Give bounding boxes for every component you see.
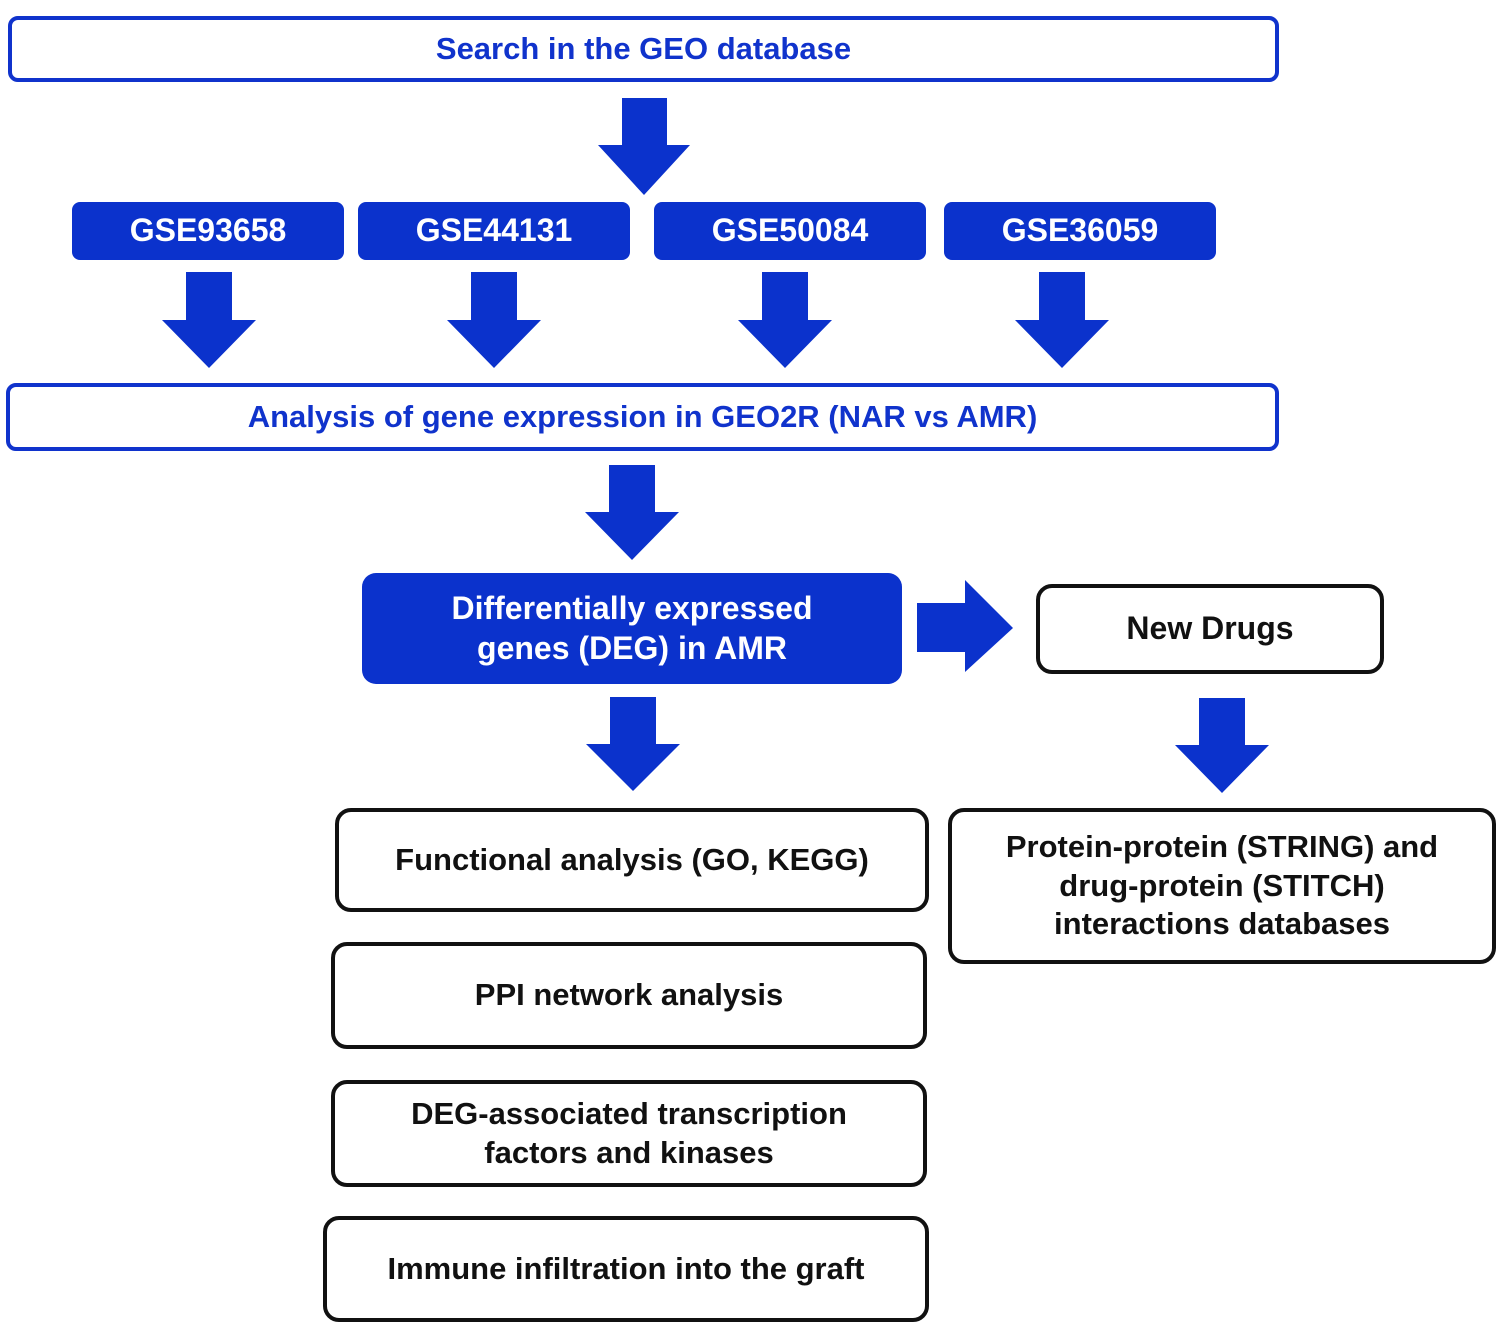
interactions-label-line1: Protein-protein (STRING) and [1005, 829, 1439, 865]
transcription-factors-line2: factors and kinases [484, 1134, 774, 1170]
deg-label-line2: genes (DEG) in AMR [477, 629, 787, 666]
ppi-network-label: PPI network analysis [474, 977, 784, 1013]
functional-analysis-label: Functional analysis (GO, KEGG) [395, 841, 869, 877]
transcription-factors-box: DEG-associated transcription factors and… [331, 1080, 927, 1187]
interactions-label-line3: interactions databases [1054, 906, 1390, 942]
dataset-label: GSE44131 [415, 212, 573, 249]
interactions-label-line2: drug-protein (STITCH) [1059, 867, 1385, 903]
dataset-box-gse36059: GSE36059 [944, 202, 1216, 260]
new-drugs-box: New Drugs [1036, 584, 1384, 674]
ppi-network-box: PPI network analysis [331, 942, 927, 1049]
deg-label-line1: Differentially expressed [451, 589, 813, 626]
dataset-label: GSE93658 [129, 212, 287, 249]
arrow-new-drugs-to-interactions [1175, 698, 1269, 793]
immune-infiltration-box: Immune infiltration into the graft [323, 1216, 929, 1322]
arrow-gse36059-to-geo2r [1015, 272, 1109, 368]
arrow-gse93658-to-geo2r [162, 272, 256, 368]
search-geo-box: Search in the GEO database [8, 16, 1279, 82]
deg-box: Differentially expressed genes (DEG) in … [362, 573, 902, 684]
arrow-geo2r-to-deg [585, 465, 679, 560]
geo2r-analysis-box: Analysis of gene expression in GEO2R (NA… [6, 383, 1279, 451]
arrow-deg-to-analyses [586, 697, 680, 791]
search-geo-label: Search in the GEO database [435, 30, 852, 66]
new-drugs-label: New Drugs [1126, 610, 1294, 647]
dataset-box-gse44131: GSE44131 [358, 202, 630, 260]
transcription-factors-line1: DEG-associated transcription [411, 1096, 847, 1132]
immune-infiltration-label: Immune infiltration into the graft [387, 1250, 865, 1286]
arrow-gse44131-to-geo2r [447, 272, 541, 368]
arrow-deg-to-new-drugs [917, 580, 1013, 672]
dataset-label: GSE50084 [711, 212, 869, 249]
dataset-box-gse50084: GSE50084 [654, 202, 926, 260]
arrow-gse50084-to-geo2r [738, 272, 832, 368]
dataset-box-gse93658: GSE93658 [72, 202, 344, 260]
dataset-label: GSE36059 [1001, 212, 1159, 249]
geo2r-analysis-label: Analysis of gene expression in GEO2R (NA… [247, 398, 1038, 434]
arrow-search-to-datasets [598, 98, 690, 195]
functional-analysis-box: Functional analysis (GO, KEGG) [335, 808, 929, 912]
interactions-databases-box: Protein-protein (STRING) and drug-protei… [948, 808, 1496, 964]
